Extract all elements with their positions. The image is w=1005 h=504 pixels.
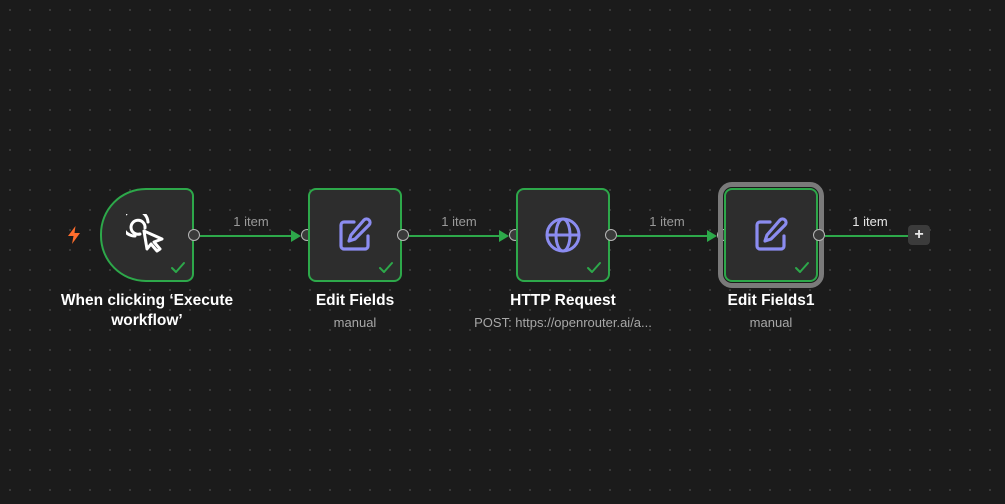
connection-label: 1 item — [649, 214, 685, 229]
connection-line[interactable] — [825, 235, 908, 237]
node-edit-fields1[interactable] — [718, 182, 824, 288]
connection-arrow-icon — [707, 230, 717, 242]
connection-label: 1 item — [233, 214, 269, 229]
output-handle[interactable] — [188, 229, 200, 241]
node-title: Edit Fields — [315, 292, 395, 309]
success-check-icon — [171, 262, 185, 273]
connection-line[interactable] — [200, 235, 296, 237]
node-title: When clicking ‘Execute workflow’ — [60, 292, 234, 329]
success-check-icon — [795, 262, 809, 273]
connection-label: 1 item — [852, 214, 888, 229]
pencil-square-icon — [339, 217, 372, 251]
node-manual-trigger[interactable] — [100, 188, 194, 282]
node-subtitle: manual — [749, 315, 793, 330]
lightning-bolt-icon — [68, 226, 80, 244]
node-subtitle: manual — [333, 315, 377, 330]
success-check-icon — [379, 262, 393, 273]
connection-line[interactable] — [617, 235, 712, 237]
connection-line[interactable] — [409, 235, 504, 237]
add-node-button[interactable]: + — [908, 225, 930, 245]
output-handle[interactable] — [813, 229, 825, 241]
success-check-icon — [587, 262, 601, 273]
cursor-click-icon — [126, 214, 164, 253]
node-subtitle: POST: https://openrouter.ai/a... — [474, 315, 652, 330]
connection-arrow-icon — [499, 230, 509, 242]
connection-arrow-icon — [291, 230, 301, 242]
output-handle[interactable] — [397, 229, 409, 241]
globe-icon — [545, 217, 581, 253]
node-title: HTTP Request — [510, 292, 616, 309]
node-http-request[interactable] — [516, 188, 610, 282]
node-title: Edit Fields1 — [727, 292, 815, 309]
node-edit-fields[interactable] — [308, 188, 402, 282]
output-handle[interactable] — [605, 229, 617, 241]
connection-label: 1 item — [441, 214, 477, 229]
pencil-square-icon — [755, 217, 788, 251]
